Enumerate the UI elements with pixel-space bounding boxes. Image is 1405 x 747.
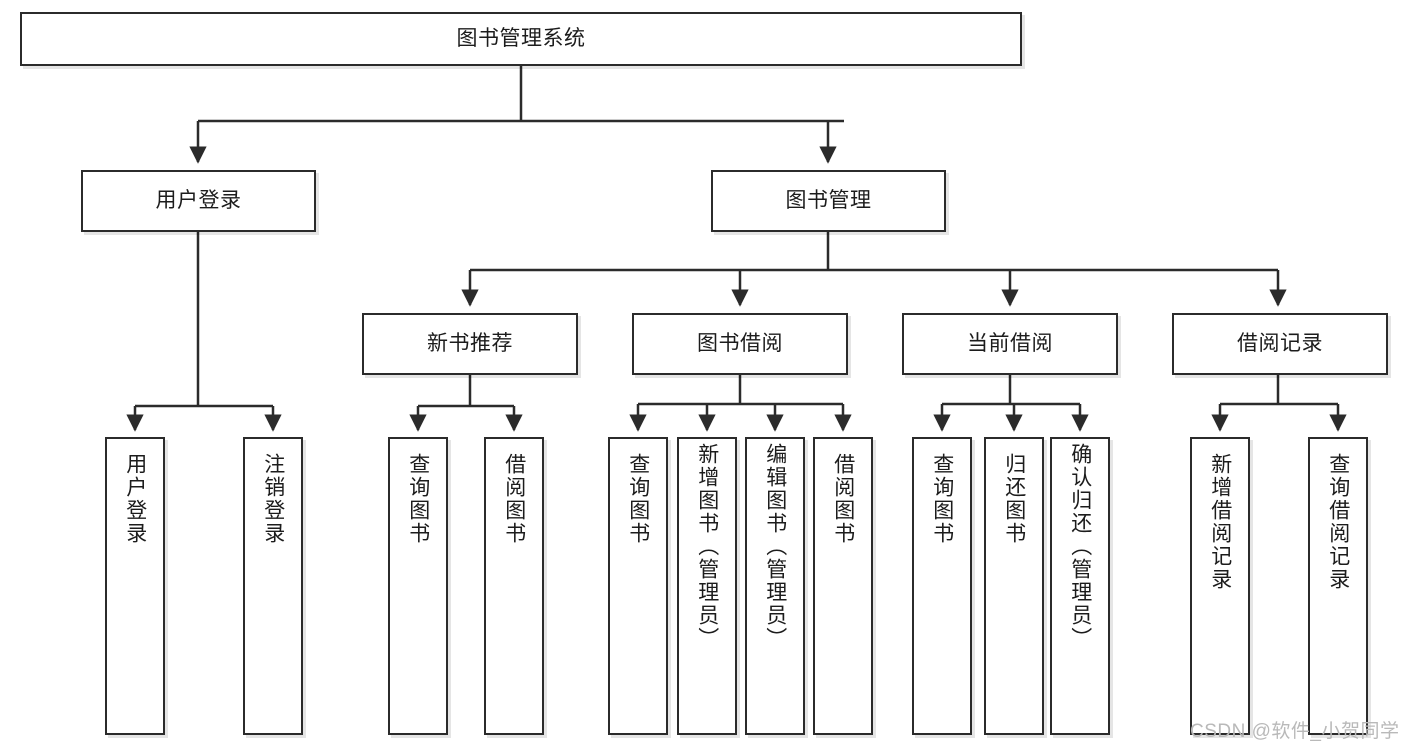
node-new-book-recommend[interactable]: 新书推荐 [362, 313, 578, 375]
connector-group-user-login [126, 232, 282, 432]
leaf-add-book[interactable]: 新增图书（管理员） [677, 437, 737, 735]
node-book-borrow-label: 图书借阅 [697, 331, 783, 355]
connector-group-book-borrow [629, 375, 852, 432]
node-borrow-record-label: 借阅记录 [1237, 331, 1323, 355]
leaf-edit-book[interactable]: 编辑图书（管理员） [745, 437, 805, 735]
leaf-query-book-3[interactable]: 查询图书 [912, 437, 972, 735]
leaf-query-book-2[interactable]: 查询图书 [608, 437, 668, 735]
node-new-book-recommend-label: 新书推荐 [427, 331, 513, 355]
leaf-borrow-book-2[interactable]: 借阅图书 [813, 437, 873, 735]
leaf-borrow-book-2-label: 借阅图书 [831, 453, 855, 545]
leaf-user-login[interactable]: 用户登录 [105, 437, 165, 735]
leaf-confirm-return-label: 确认归还（管理员） [1068, 443, 1092, 650]
connector-group-book-manage [461, 232, 1287, 307]
node-book-borrow[interactable]: 图书借阅 [632, 313, 848, 375]
connector-group-borrow-record [1211, 375, 1347, 432]
node-user-login-label: 用户登录 [155, 188, 242, 212]
node-book-manage[interactable]: 图书管理 [711, 170, 946, 232]
node-root[interactable]: 图书管理系统 [20, 12, 1022, 66]
leaf-add-record[interactable]: 新增借阅记录 [1190, 437, 1250, 735]
node-borrow-record[interactable]: 借阅记录 [1172, 313, 1388, 375]
connector-group-root [189, 66, 844, 164]
node-current-borrow-label: 当前借阅 [967, 331, 1053, 355]
leaf-borrow-book-1-label: 借阅图书 [502, 453, 526, 545]
leaf-query-record-label: 查询借阅记录 [1326, 453, 1350, 591]
leaf-user-login-label: 用户登录 [123, 453, 147, 545]
csdn-watermark: CSDN @软件_小贺同学 [1190, 721, 1400, 742]
leaf-logout-label: 注销登录 [261, 453, 285, 545]
leaf-add-record-label: 新增借阅记录 [1208, 453, 1232, 591]
leaf-query-book-3-label: 查询图书 [930, 453, 954, 545]
leaf-query-book-2-label: 查询图书 [626, 453, 650, 545]
connector-group-current-borrow [933, 375, 1089, 432]
leaf-query-record[interactable]: 查询借阅记录 [1308, 437, 1368, 735]
leaf-query-book-1-label: 查询图书 [406, 453, 430, 545]
node-book-manage-label: 图书管理 [785, 188, 872, 212]
node-user-login[interactable]: 用户登录 [81, 170, 316, 232]
leaf-return-book-label: 归还图书 [1002, 453, 1026, 545]
leaf-borrow-book-1[interactable]: 借阅图书 [484, 437, 544, 735]
leaf-add-book-label: 新增图书（管理员） [695, 443, 719, 650]
leaf-query-book-1[interactable]: 查询图书 [388, 437, 448, 735]
leaf-return-book[interactable]: 归还图书 [984, 437, 1044, 735]
leaf-edit-book-label: 编辑图书（管理员） [763, 443, 787, 650]
node-current-borrow[interactable]: 当前借阅 [902, 313, 1118, 375]
node-root-label: 图书管理系统 [456, 26, 586, 50]
leaf-confirm-return[interactable]: 确认归还（管理员） [1050, 437, 1110, 735]
connector-group-new-book-recommend [409, 375, 523, 432]
leaf-logout[interactable]: 注销登录 [243, 437, 303, 735]
